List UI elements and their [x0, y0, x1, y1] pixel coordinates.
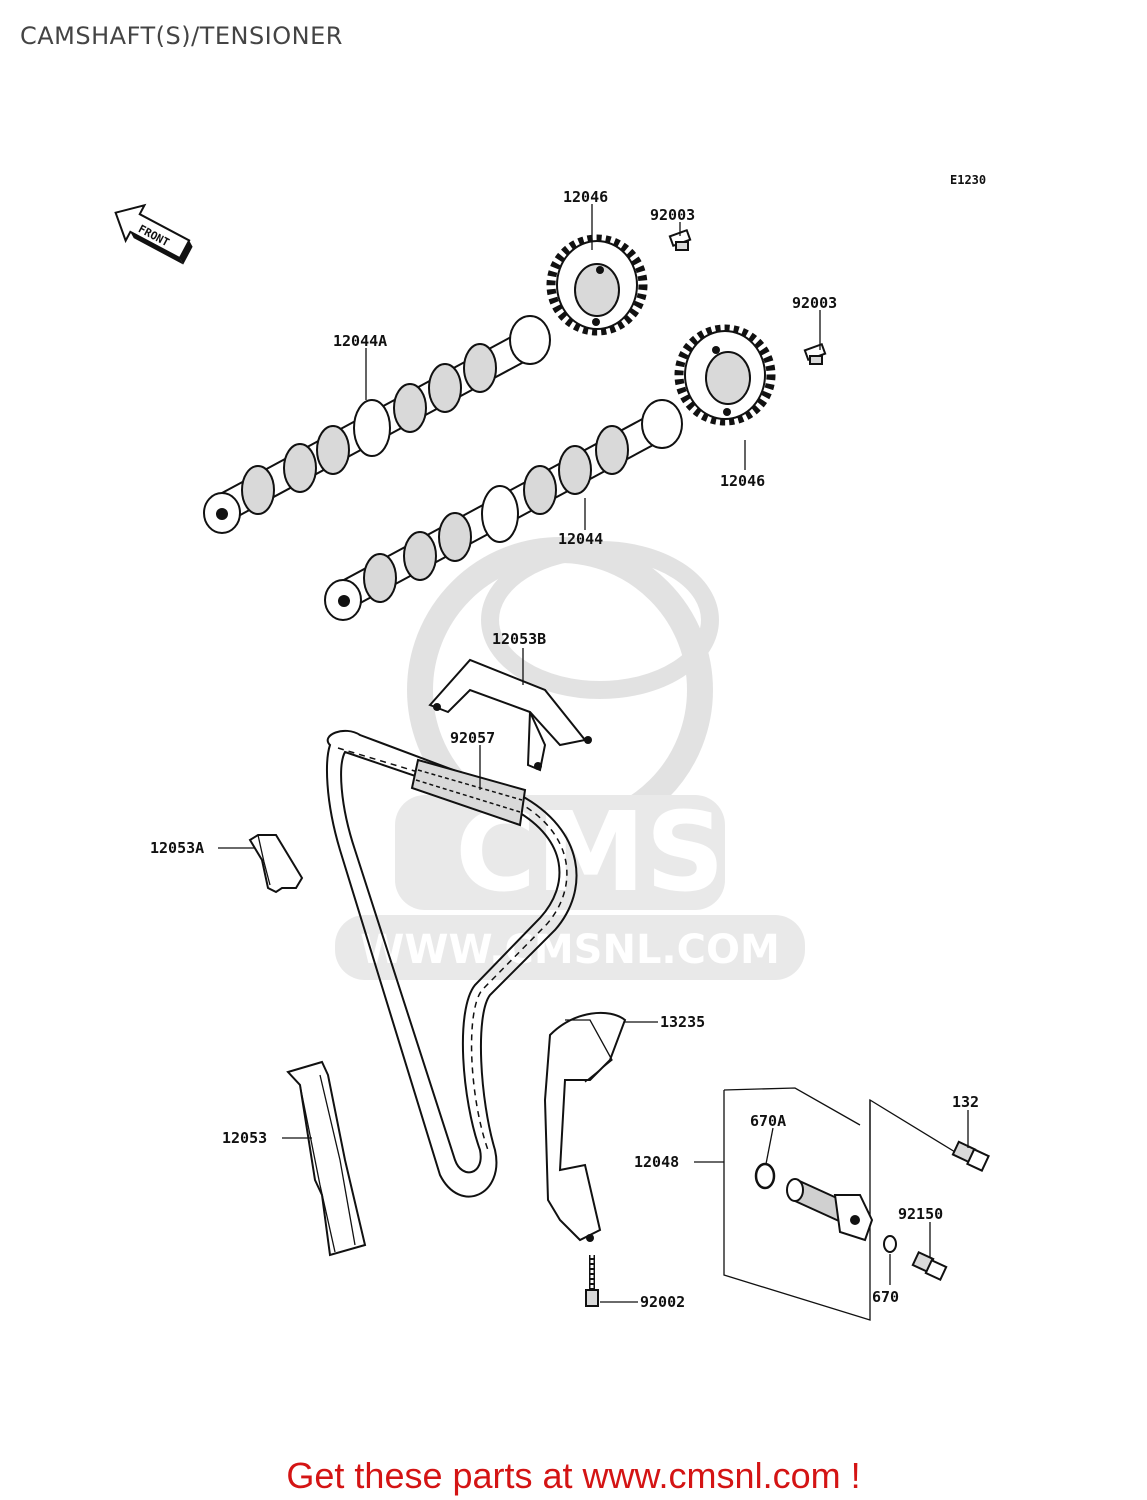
cam-sprocket-lower [674, 324, 776, 426]
tensioner-cap-bolt [951, 1140, 990, 1172]
tensioner-guide [543, 1011, 627, 1242]
watermark-logo: CMS WWW.CMSNL.COM [335, 537, 805, 980]
sprocket-bolt-upper [668, 228, 692, 251]
tensioner-guide-bolt [585, 1255, 599, 1307]
part-label-13235: 13235 [660, 1013, 705, 1031]
part-label-12046-lower: 12046 [720, 472, 765, 490]
part-label-12048: 12048 [634, 1153, 679, 1171]
cam-chain [326, 729, 578, 1198]
watermark-url: WWW.CMSNL.COM [360, 927, 780, 973]
parts-diagram: CMS WWW.CMSNL.COM E1230 FRONT [114, 173, 990, 1321]
front-arrow-icon: FRONT [114, 203, 193, 265]
part-label-92003-upper: 92003 [650, 206, 695, 224]
part-label-670a: 670A [750, 1112, 786, 1130]
part-label-92057: 92057 [450, 729, 495, 747]
cam-sprocket-upper [546, 234, 648, 336]
part-label-12053a: 12053A [150, 839, 204, 857]
part-label-12053b: 12053B [492, 630, 546, 648]
part-label-92003-lower: 92003 [792, 294, 837, 312]
chain-guide-lower [286, 1060, 367, 1257]
part-label-92150: 92150 [898, 1205, 943, 1223]
chain-guide-upper [428, 658, 592, 772]
diagram-code: E1230 [950, 173, 986, 187]
part-label-12053: 12053 [222, 1129, 267, 1147]
part-label-12044a: 12044A [333, 332, 387, 350]
tensioner-assembly-box [723, 1087, 961, 1321]
chain-guide-front [248, 834, 304, 894]
page-title: CAMSHAFT(S)/TENSIONER [20, 22, 343, 50]
part-label-670: 670 [872, 1288, 899, 1306]
tensioner-body [754, 1162, 897, 1253]
part-label-132: 132 [952, 1093, 979, 1111]
part-label-92002: 92002 [640, 1293, 685, 1311]
camshaft-intake [324, 399, 683, 621]
sprocket-bolt-lower [803, 342, 827, 365]
part-label-12046-upper: 12046 [563, 188, 608, 206]
tensioner-mount-bolt [911, 1250, 948, 1282]
footer-promo-link[interactable]: Get these parts at www.cmsnl.com ! [286, 1455, 861, 1496]
camshaft-exhaust [203, 315, 551, 534]
part-label-12044: 12044 [558, 530, 603, 548]
